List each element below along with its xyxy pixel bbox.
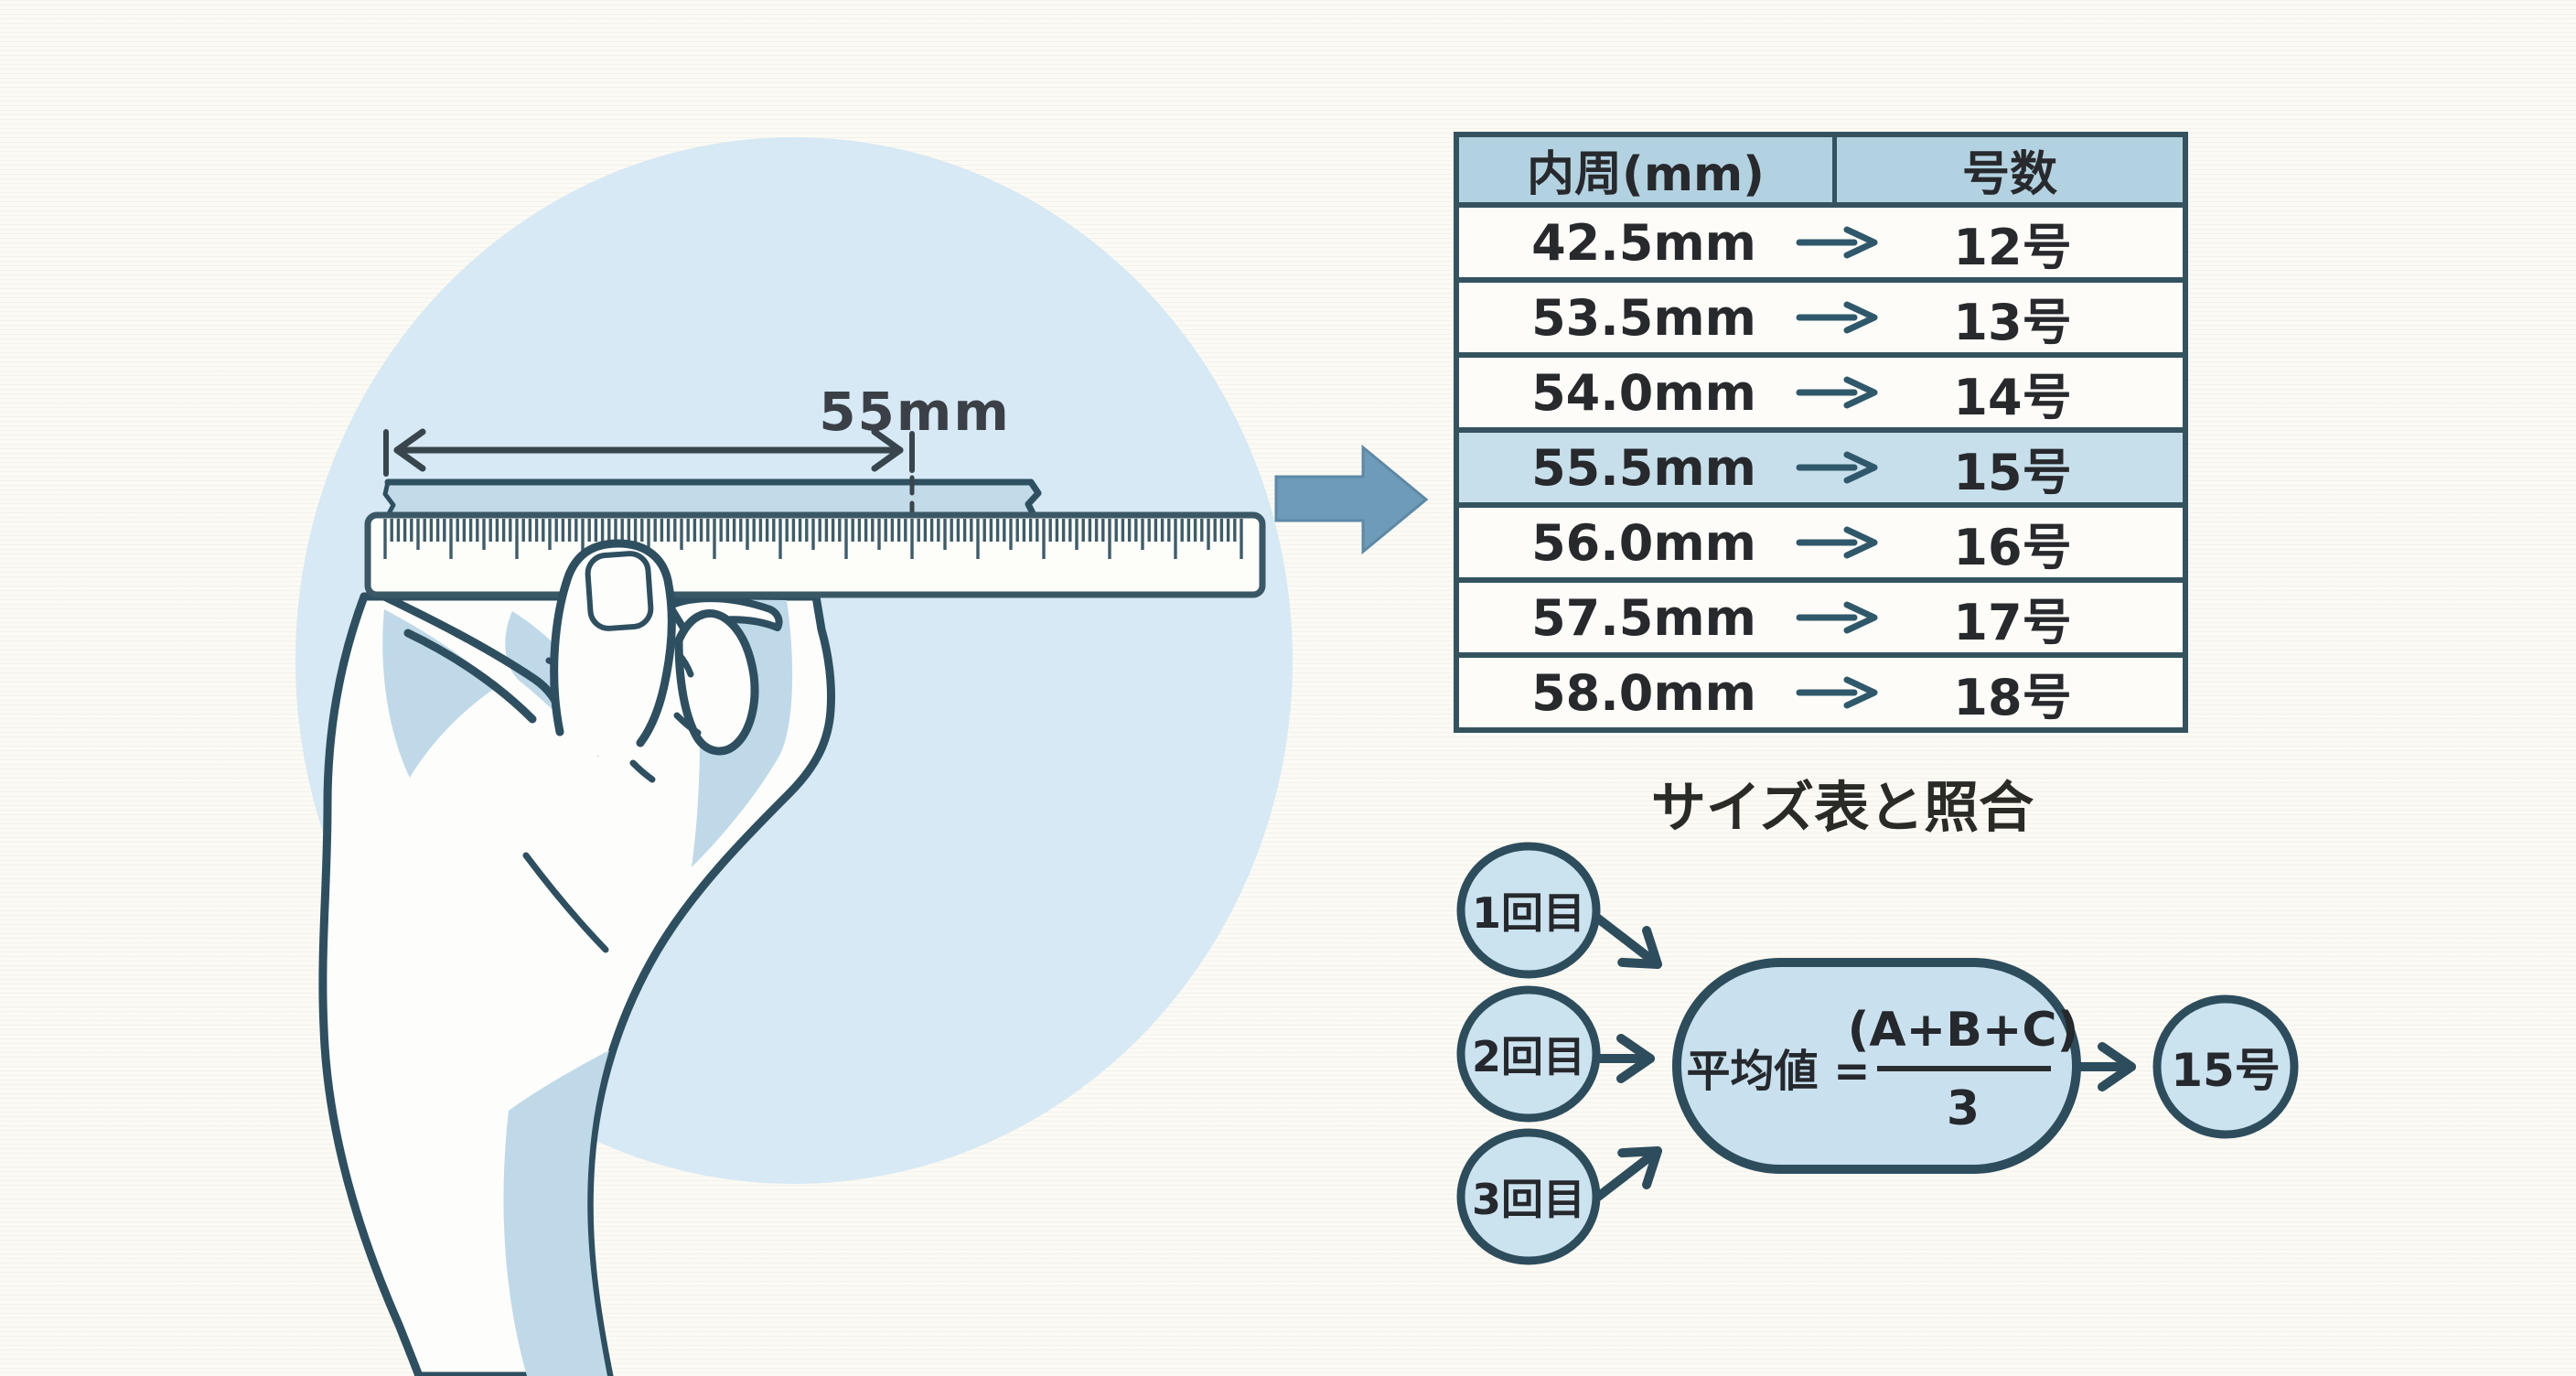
size-value: 18号 <box>1953 668 2072 726</box>
circumference-value: 55.5mm <box>1531 438 1756 497</box>
circumference-value: 53.5mm <box>1531 288 1756 347</box>
average-flow-shapes <box>1456 842 2299 1265</box>
size-value: 16号 <box>1953 518 2072 576</box>
row-arrow-icon <box>1796 601 1878 634</box>
input-node-3-label: 3回目 <box>1471 1175 1586 1224</box>
row-arrow-icon <box>1796 301 1878 334</box>
circumference-value: 56.0mm <box>1531 513 1756 572</box>
formula-label: 平均値 = <box>1686 1046 1871 1097</box>
input-node-1-label: 1回目 <box>1471 888 1586 938</box>
row-arrow-icon <box>1796 676 1878 709</box>
input-node-1 <box>1456 842 1601 979</box>
row-arrow-icon <box>1796 226 1878 259</box>
table-row: 57.5mm 17号 <box>1459 583 2183 658</box>
row-arrow-icon <box>1796 526 1878 559</box>
circumference-value: 42.5mm <box>1531 213 1756 272</box>
table-row: 54.0mm 14号 <box>1459 358 2183 433</box>
table-caption: サイズ表と照合 <box>1650 776 2034 841</box>
size-value: 13号 <box>1953 293 2072 351</box>
table-row: 56.0mm 16号 <box>1459 508 2183 583</box>
size-conversion-table: 内周(mm) 号数 42.5mm 12号 53.5mm 13号 54.0mm 1… <box>1454 132 2188 733</box>
row-arrow-icon <box>1796 376 1878 409</box>
size-value: 15号 <box>1953 443 2072 501</box>
size-value: 12号 <box>1953 218 2072 276</box>
header-cell-circumference: 内周(mm) <box>1459 137 1837 202</box>
input-node-3 <box>1456 1128 1601 1265</box>
table-header-row: 内周(mm) 号数 <box>1459 132 2183 208</box>
paper-strip <box>382 478 1042 521</box>
dimension-arrow <box>383 428 915 521</box>
formula-node <box>1672 958 2081 1174</box>
size-value: 14号 <box>1953 368 2072 426</box>
flow-arrow-icon <box>1274 444 1429 555</box>
ruler <box>364 511 1266 598</box>
circumference-value: 54.0mm <box>1531 363 1756 422</box>
thumb-nail <box>585 551 654 631</box>
result-node <box>2152 994 2299 1139</box>
row-arrow-icon <box>1796 451 1878 484</box>
table-row-highlighted: 55.5mm 15号 <box>1459 433 2183 508</box>
measurement-label: 55mm <box>819 381 1011 443</box>
ruler-ticks <box>383 519 1243 559</box>
circumference-value: 57.5mm <box>1531 588 1756 647</box>
table-row: 42.5mm 12号 <box>1459 208 2183 283</box>
table-row: 58.0mm 18号 <box>1459 658 2183 733</box>
thumb <box>550 539 676 759</box>
input-node-2-label: 2回目 <box>1471 1032 1586 1081</box>
formula-numerator: (A+B+C) <box>1847 1003 2079 1058</box>
result-node-label: 15号 <box>2171 1044 2281 1097</box>
formula-denominator: 3 <box>1946 1081 1980 1136</box>
table-row: 53.5mm 13号 <box>1459 283 2183 358</box>
input-node-2 <box>1456 985 1601 1123</box>
header-cell-size: 号数 <box>1961 147 2057 202</box>
circumference-value: 58.0mm <box>1531 663 1756 722</box>
size-value: 17号 <box>1953 593 2072 651</box>
bent-finger <box>674 608 759 756</box>
